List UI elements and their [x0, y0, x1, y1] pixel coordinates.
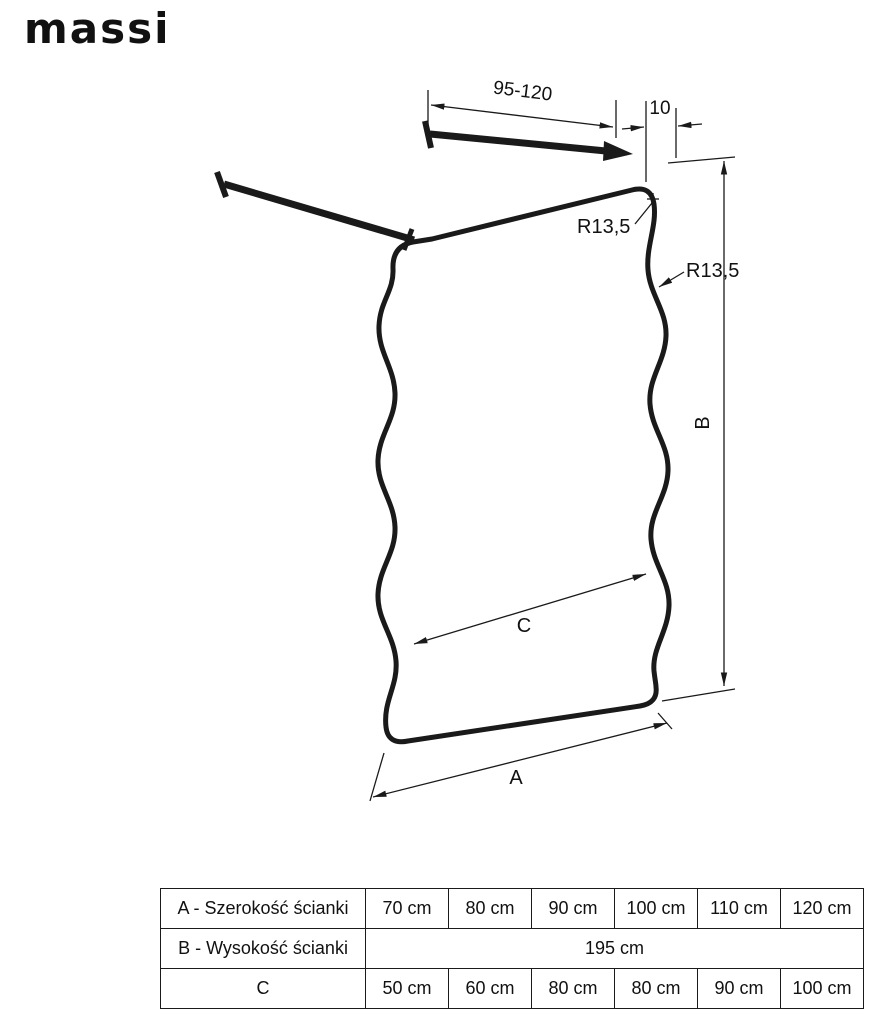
dimension-bar-length [427, 90, 617, 138]
support-bar-left [214, 170, 415, 251]
inner-width-value: 80 cm [614, 968, 698, 1009]
radius-top-leader [634, 193, 659, 225]
row-label: A - Szerokość ścianki [160, 888, 366, 929]
inner-width-value: 90 cm [697, 968, 781, 1009]
support-bar-top [422, 120, 633, 161]
height-value: 195 cm [365, 928, 864, 969]
width-dimension-label: A [509, 767, 523, 789]
inner-width-dimension-label: C [517, 615, 531, 637]
width-value: 80 cm [448, 888, 532, 929]
size-table: A - Szerokość ścianki 70 cm 80 cm 90 cm … [160, 888, 864, 1009]
table-row-height: B - Wysokość ścianki 195 cm [160, 928, 864, 969]
radius-side-leader [658, 271, 685, 288]
height-dimension-label: B [692, 416, 714, 429]
dimension-width [369, 712, 673, 802]
technical-drawing: 95-120 10 R13,5 R13,5 B C [214, 78, 739, 802]
brand-logo: massi [24, 4, 171, 53]
table-row-width: A - Szerokość ścianki 70 cm 80 cm 90 cm … [160, 888, 864, 929]
width-value: 110 cm [697, 888, 781, 929]
inner-width-value: 100 cm [780, 968, 864, 1009]
width-value: 120 cm [780, 888, 864, 929]
bar-length-dimension-label: 95-120 [492, 78, 553, 106]
inner-width-value: 50 cm [365, 968, 449, 1009]
row-label: B - Wysokość ścianki [160, 928, 366, 969]
dimension-gap [621, 101, 703, 182]
radius-side-label: R13,5 [686, 260, 739, 282]
width-value: 90 cm [531, 888, 615, 929]
row-label: C [160, 968, 366, 1009]
width-value: 70 cm [365, 888, 449, 929]
dimension-inner-width [413, 573, 647, 645]
inner-width-value: 60 cm [448, 968, 532, 1009]
gap-dimension-label: 10 [649, 98, 670, 119]
wavy-panel-outline [375, 186, 672, 745]
dimension-height [661, 156, 736, 702]
table-row-inner-width: C 50 cm 60 cm 80 cm 80 cm 90 cm 100 cm [160, 968, 864, 1009]
radius-top-label: R13,5 [577, 216, 630, 238]
width-value: 100 cm [614, 888, 698, 929]
inner-width-value: 80 cm [531, 968, 615, 1009]
